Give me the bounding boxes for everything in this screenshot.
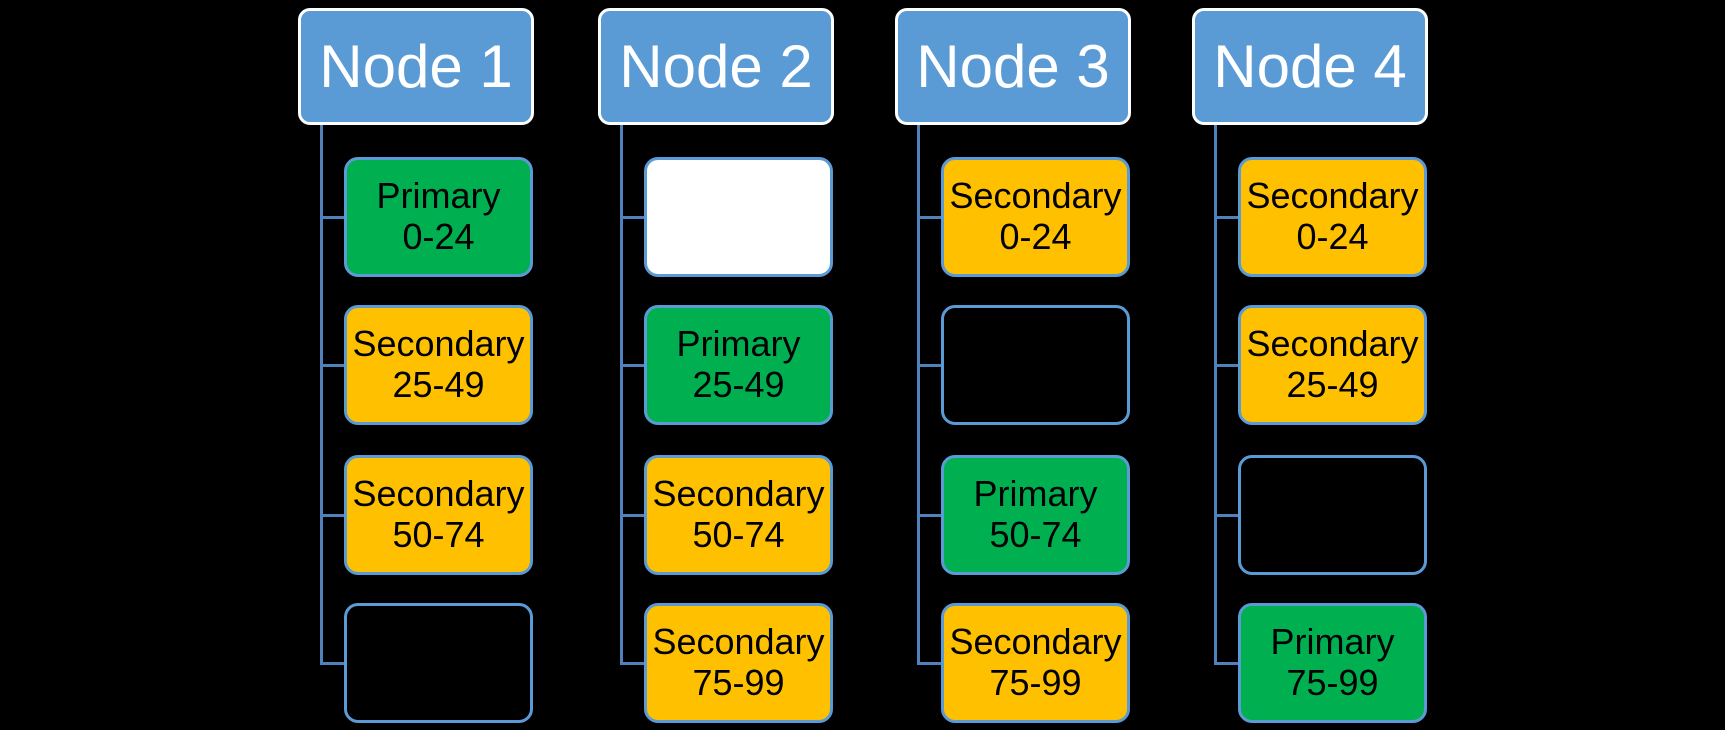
node-3-shard-empty	[941, 305, 1130, 425]
shard-range-label: 0-24	[999, 216, 1072, 257]
shard-role-label: Primary	[676, 323, 801, 365]
shard-range-label: 50-74	[392, 514, 485, 555]
node-3-shard-secondary-0-24: Secondary 0-24	[941, 157, 1130, 277]
node-1-header: Node 1	[298, 8, 534, 125]
node-2-column: Node 2 Primary 25-49 Secondary 50-74 Sec…	[598, 8, 834, 730]
shard-range-label: 75-99	[989, 662, 1082, 703]
node-4-header: Node 4	[1192, 8, 1428, 125]
node-4-shard-empty	[1238, 455, 1427, 575]
shard-range-label: 50-74	[989, 514, 1082, 555]
connector-stub	[620, 662, 644, 665]
node-1-shard-secondary-25-49: Secondary 25-49	[344, 305, 533, 425]
shard-role-label: Primary	[1270, 621, 1395, 663]
connector-stub	[320, 216, 344, 219]
node-4-shard-secondary-0-24: Secondary 0-24	[1238, 157, 1427, 277]
shard-range-label: 25-49	[692, 364, 785, 405]
connector-stub	[917, 364, 941, 367]
shard-role-label: Secondary	[352, 473, 525, 515]
connector-stub	[620, 514, 644, 517]
node-3-title: Node 3	[916, 33, 1110, 100]
node-2-header: Node 2	[598, 8, 834, 125]
node-3-column: Node 3 Secondary 0-24 Primary 50-74 Seco…	[895, 8, 1131, 730]
node-2-shard-primary-25-49: Primary 25-49	[644, 305, 833, 425]
node-1-title: Node 1	[319, 33, 513, 100]
node-4-column: Node 4 Secondary 0-24 Secondary 25-49 Pr…	[1192, 8, 1428, 730]
connector-stub	[620, 364, 644, 367]
node-1-column: Node 1 Primary 0-24 Secondary 25-49 Seco…	[298, 8, 534, 730]
shard-range-label: 50-74	[692, 514, 785, 555]
connector-stub	[1214, 662, 1238, 665]
node-2-shard-secondary-50-74: Secondary 50-74	[644, 455, 833, 575]
node-3-connector-line	[917, 125, 920, 665]
shard-role-label: Secondary	[949, 175, 1122, 217]
node-1-shard-primary-0-24: Primary 0-24	[344, 157, 533, 277]
shard-role-label: Secondary	[949, 621, 1122, 663]
shard-role-label: Secondary	[652, 621, 825, 663]
shard-range-label: 0-24	[402, 216, 475, 257]
shard-role-label: Primary	[376, 175, 501, 217]
connector-stub	[1214, 514, 1238, 517]
shard-role-label: Primary	[973, 473, 1098, 515]
connector-stub	[320, 662, 344, 665]
shard-range-label: 75-99	[1286, 662, 1379, 703]
node-2-title: Node 2	[619, 33, 813, 100]
connector-stub	[917, 662, 941, 665]
node-4-title: Node 4	[1213, 33, 1407, 100]
node-4-shard-secondary-25-49: Secondary 25-49	[1238, 305, 1427, 425]
connector-stub	[320, 514, 344, 517]
node-1-shard-empty	[344, 603, 533, 723]
connector-stub	[620, 216, 644, 219]
node-3-header: Node 3	[895, 8, 1131, 125]
shard-range-label: 25-49	[392, 364, 485, 405]
connector-stub	[917, 514, 941, 517]
shard-role-label: Secondary	[1246, 175, 1419, 217]
node-3-shard-secondary-75-99: Secondary 75-99	[941, 603, 1130, 723]
node-1-connector-line	[320, 125, 323, 665]
node-4-shard-primary-75-99: Primary 75-99	[1238, 603, 1427, 723]
connector-stub	[320, 364, 344, 367]
node-1-shard-secondary-50-74: Secondary 50-74	[344, 455, 533, 575]
shard-range-label: 0-24	[1296, 216, 1369, 257]
connector-stub	[917, 216, 941, 219]
node-4-connector-line	[1214, 125, 1217, 665]
shard-role-label: Secondary	[652, 473, 825, 515]
shard-range-label: 75-99	[692, 662, 785, 703]
connector-stub	[1214, 364, 1238, 367]
shard-range-label: 25-49	[1286, 364, 1379, 405]
node-2-shard-empty-white	[644, 157, 833, 277]
shard-role-label: Secondary	[352, 323, 525, 365]
node-3-shard-primary-50-74: Primary 50-74	[941, 455, 1130, 575]
connector-stub	[1214, 216, 1238, 219]
shard-role-label: Secondary	[1246, 323, 1419, 365]
node-2-connector-line	[620, 125, 623, 665]
node-2-shard-secondary-75-99: Secondary 75-99	[644, 603, 833, 723]
